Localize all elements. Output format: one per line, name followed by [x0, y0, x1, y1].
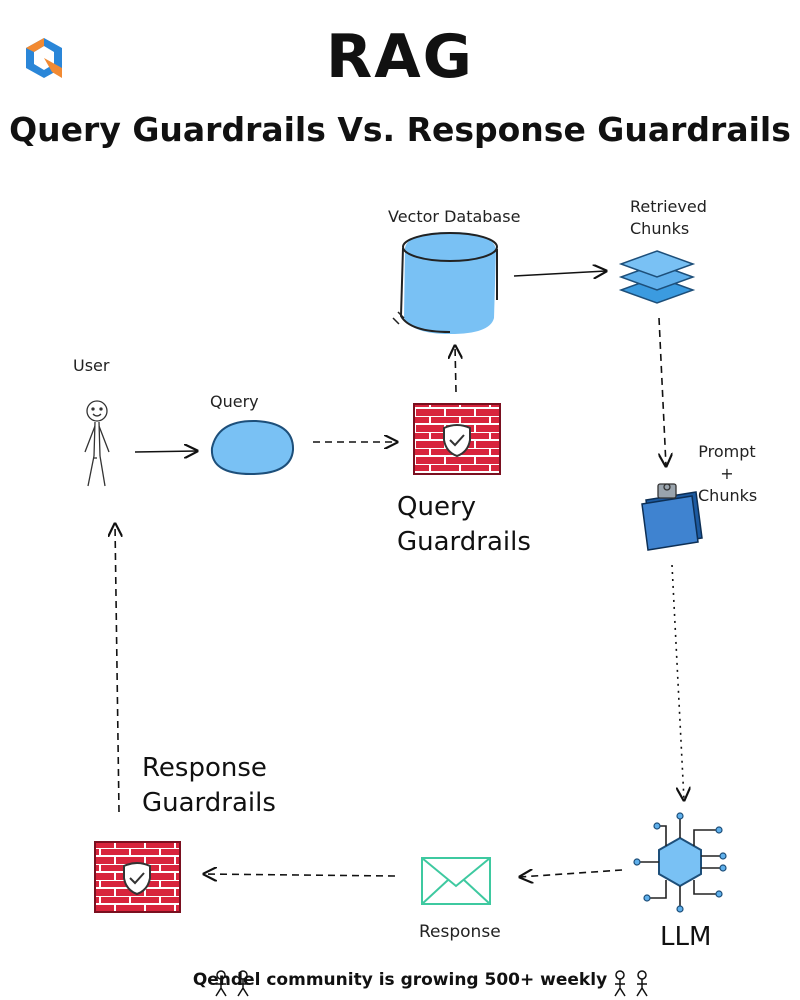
stick-figure-icon	[84, 400, 110, 487]
database-icon	[392, 232, 498, 334]
arrow-response-to-guardrails	[204, 874, 396, 876]
prompt-line2: +	[720, 464, 734, 483]
layers-icon	[618, 250, 696, 304]
envelope-icon	[421, 857, 491, 905]
people-icon	[215, 970, 648, 997]
vector-database-label: Vector Database	[388, 207, 521, 226]
firewall-shield-icon	[413, 403, 501, 475]
response-guardrails-line2: Guardrails	[142, 788, 276, 818]
arrow-db-to-chunks	[513, 271, 606, 276]
response-label: Response	[419, 922, 501, 942]
user-label: User	[73, 356, 110, 375]
neural-net-icon	[633, 812, 727, 913]
retrieved-chunks-line1: Retrieved	[630, 197, 707, 216]
llm-label: LLM	[660, 922, 712, 952]
arrow-llm-to-response	[520, 870, 623, 877]
query-guardrails-label: Query Guardrails	[397, 490, 531, 560]
page-title: RAG	[326, 22, 474, 92]
query-blob-icon	[210, 419, 295, 476]
logo-icon	[26, 38, 62, 78]
query-guardrails-line2: Guardrails	[397, 527, 531, 557]
retrieved-chunks-line2: Chunks	[630, 219, 690, 238]
footer-text: Qendel community is growing 500+ weekly	[192, 970, 608, 990]
retrieved-chunks-label: Retrieved Chunks	[630, 196, 707, 240]
response-guardrails-line1: Response	[142, 753, 267, 783]
prompt-note-icon	[641, 483, 703, 551]
page-subtitle: Query Guardrails Vs. Response Guardrails	[9, 110, 791, 149]
prompt-line3: Chunks	[698, 486, 758, 505]
arrow-guardrails-to-user	[115, 524, 119, 813]
response-guardrails-label: Response Guardrails	[142, 751, 276, 821]
prompt-line1: Prompt	[698, 442, 756, 461]
response-firewall-shield-icon	[94, 841, 181, 913]
arrow-guardrails-to-db	[455, 346, 456, 393]
arrow-chunks-to-prompt	[659, 317, 666, 466]
prompt-chunks-label: Prompt + Chunks	[698, 441, 758, 507]
query-guardrails-line1: Query	[397, 492, 477, 522]
arrow-prompt-to-llm	[671, 564, 684, 800]
query-label: Query	[210, 392, 259, 411]
arrow-user-to-query	[134, 451, 197, 452]
